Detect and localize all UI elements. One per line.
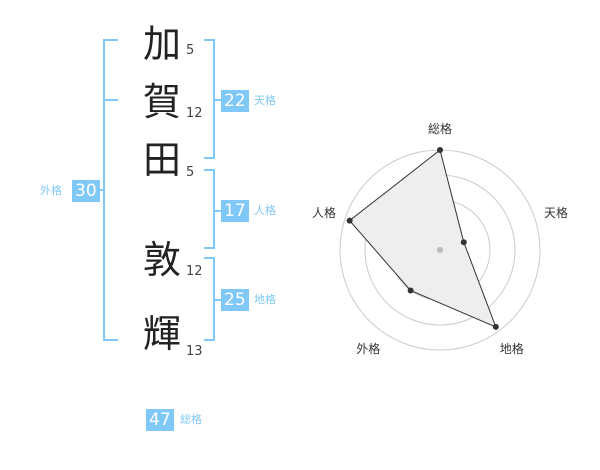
chikaku-value: 25 xyxy=(221,289,249,311)
jinkaku-bracket xyxy=(204,169,222,249)
tenkaku-bracket xyxy=(204,39,222,159)
radar-series-polygon xyxy=(348,149,497,328)
soukaku-label: 総格 xyxy=(180,413,202,426)
radar-series-points xyxy=(346,147,499,330)
name-char-1: 加 xyxy=(142,22,181,66)
stroke-count-5: 13 xyxy=(186,344,203,359)
radar-point-2 xyxy=(460,239,467,246)
radar-axis-label-3: 地格 xyxy=(499,342,524,357)
radar-point-3 xyxy=(492,323,499,330)
radar-axis-label-1: 総格 xyxy=(428,121,453,136)
gaikaku-label: 外格 xyxy=(40,184,62,197)
radar-axis-label-2: 天格 xyxy=(544,205,569,220)
jinkaku-label: 人格 xyxy=(254,204,276,217)
radar-axis-label-5: 人格 xyxy=(311,205,336,220)
radar-point-4 xyxy=(407,287,414,294)
jinkaku-value: 17 xyxy=(221,200,249,222)
name-char-2: 賀 xyxy=(142,80,181,124)
name-char-5: 輝 xyxy=(142,312,181,356)
stroke-count-4: 12 xyxy=(186,264,203,279)
tenkaku-label: 天格 xyxy=(254,94,276,107)
stroke-count-3: 5 xyxy=(186,165,195,180)
chikaku-bracket xyxy=(204,257,222,341)
radar-axis-label-4: 外格 xyxy=(356,342,381,357)
radar-point-5 xyxy=(346,217,353,224)
gaikaku-value: 30 xyxy=(72,180,100,202)
name-char-4: 敦 xyxy=(142,238,181,282)
radar-center-dot xyxy=(437,247,443,253)
tenkaku-value: 22 xyxy=(221,90,249,112)
radar-point-1 xyxy=(437,147,443,153)
stroke-count-1: 5 xyxy=(186,43,195,58)
chikaku-label: 地格 xyxy=(254,293,276,306)
soukaku-value: 47 xyxy=(146,409,174,431)
stroke-count-2: 12 xyxy=(186,106,203,121)
name-char-3: 田 xyxy=(142,138,181,182)
